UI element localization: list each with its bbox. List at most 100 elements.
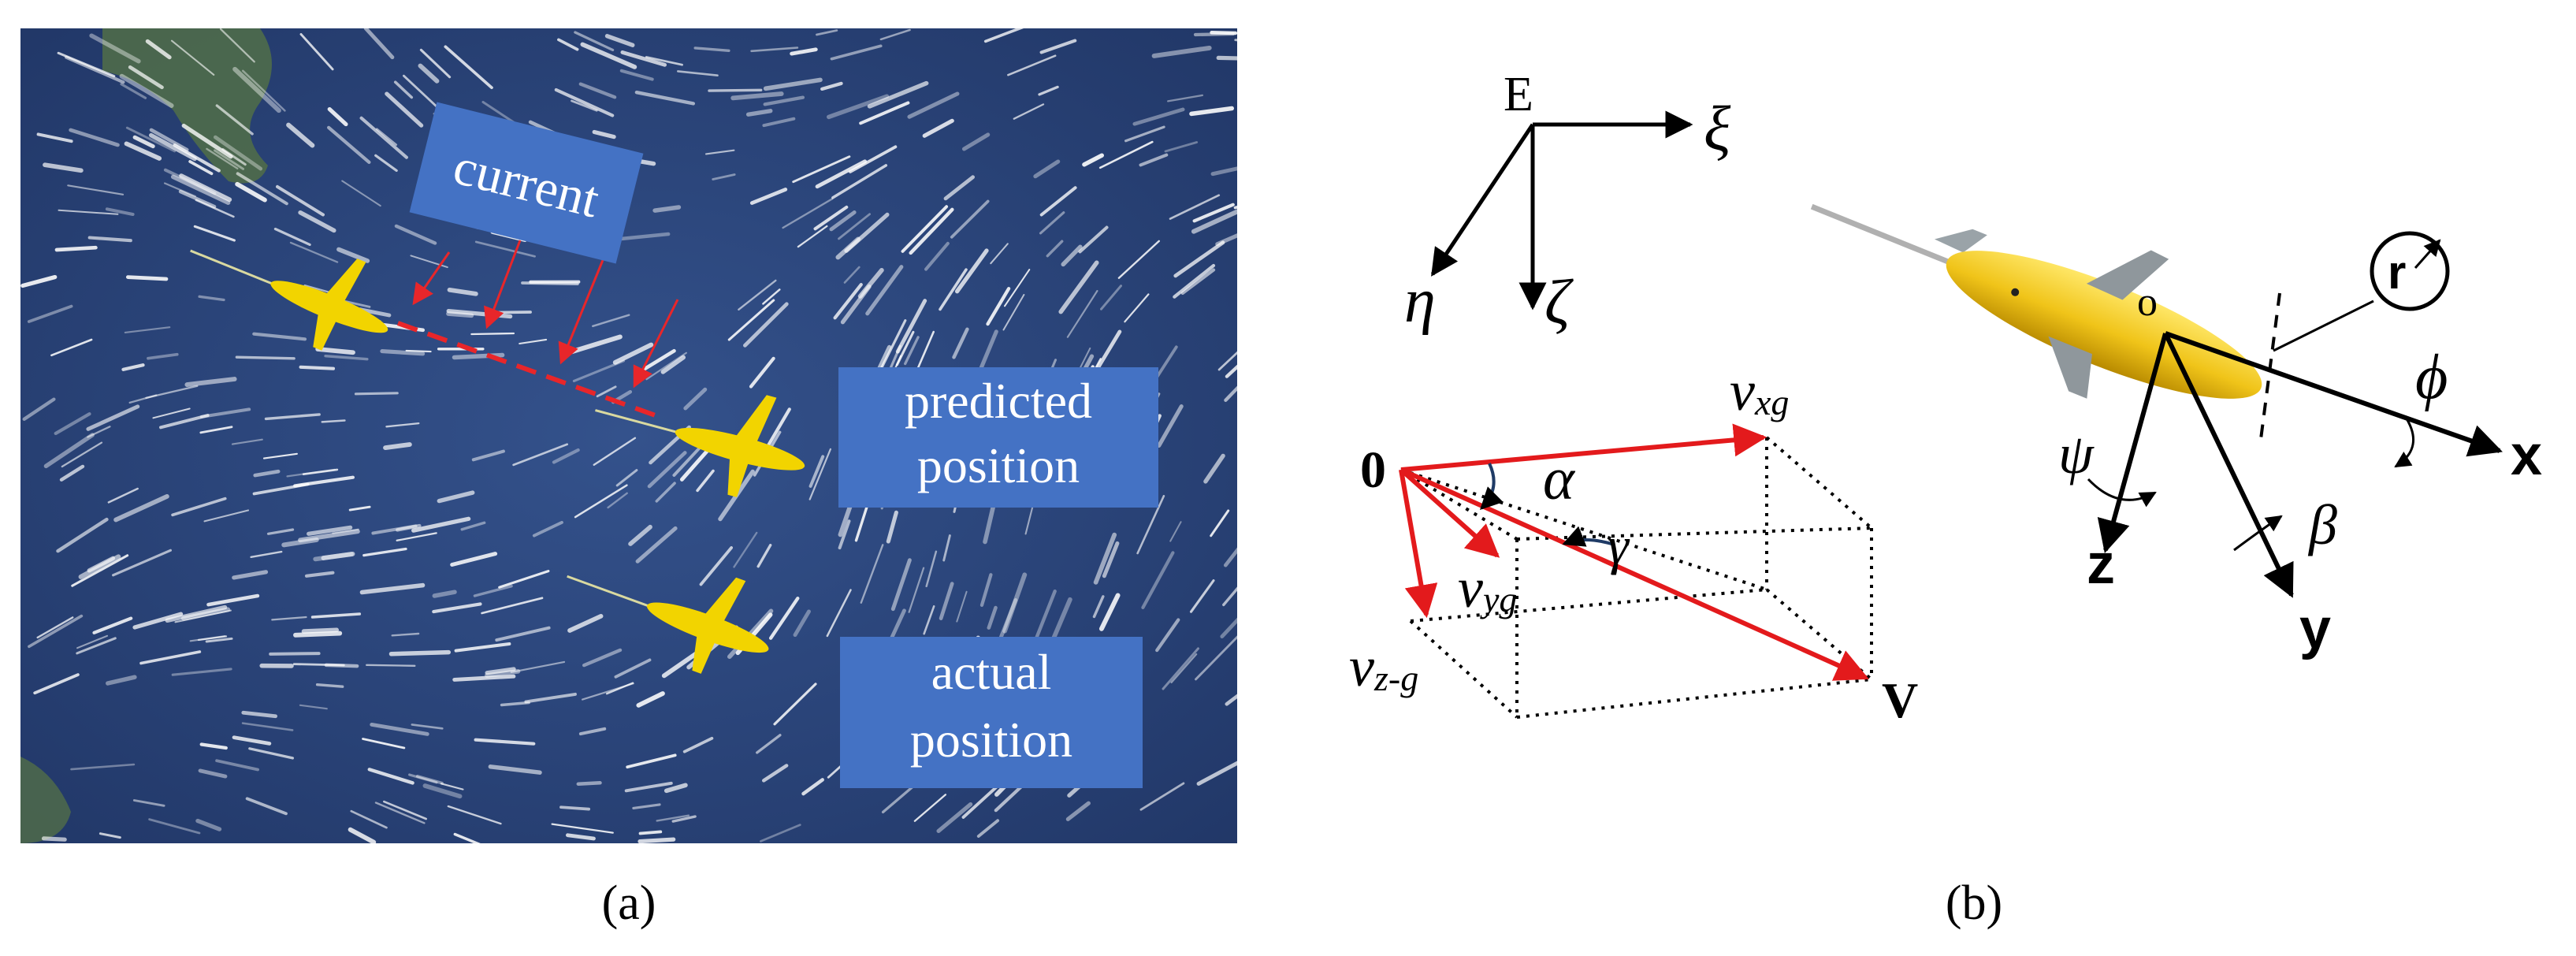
current-streak [298,210,336,233]
current-streak [592,129,616,139]
current-streak [76,637,117,655]
current-streak [1170,653,1198,684]
current-streak [1162,647,1199,690]
current-streak [408,773,438,784]
current-streak [792,155,851,184]
current-streak [756,544,772,568]
current-streak [1058,260,1099,314]
current-streak [760,824,801,843]
current-streak [614,658,652,679]
current-streak [236,172,288,206]
current-streak [950,199,990,239]
current-streak [1224,385,1237,402]
current-streak [1078,225,1109,254]
current-streak [581,683,634,701]
current-streak [664,783,688,794]
current-streak [816,29,838,36]
current-streak [833,283,863,320]
current-label: current [409,102,644,264]
current-streak [292,663,345,667]
current-streak [867,80,929,109]
current-streak [1173,240,1225,278]
current-streak [682,736,714,753]
current-streak [699,546,733,586]
v-arrow [1400,467,1869,681]
current-streak [293,631,343,638]
v-label: V [1882,672,1918,728]
current-streak [904,336,920,366]
current-streak [961,784,1000,819]
current-streak [1189,579,1215,613]
current-streak [128,394,158,404]
vzg-arrow [1399,469,1438,619]
current-streak [763,77,823,91]
velocity-box: 0 vxg vyg vz-g V α γ [1349,359,1918,728]
current-streak [604,34,635,47]
z-label: z [2087,533,2115,596]
current-streak [286,468,336,478]
beta-label: β [2307,493,2337,556]
current-streak [69,128,120,147]
svg-text:vxg: vxg [1730,359,1789,422]
current-streak [1013,103,1045,120]
current-streak [310,612,362,619]
current-streak [979,573,993,607]
current-streak [362,547,407,557]
current-streak [446,311,474,318]
current-streak [67,184,125,195]
current-streak [359,582,426,595]
current-streak [510,660,566,674]
current-streak [241,722,294,731]
current-streak [405,349,432,353]
current-streak [790,47,818,56]
vyg-label: v [1458,556,1483,619]
current-streak [922,118,954,138]
current-streak [749,356,775,389]
current-streak [1167,94,1204,102]
current-streak [886,510,898,544]
psi-label: ψ [2058,422,2095,485]
current-streak [683,387,708,411]
current-streak [1169,194,1221,220]
r-label: r [2388,246,2406,299]
current-streak [20,274,58,288]
current-streak [394,224,437,245]
current-streak [1225,694,1237,706]
current-streak [578,82,617,99]
current-streak [1157,404,1184,448]
current-streak [942,534,951,562]
current-streak [184,377,237,388]
current-streak [607,492,628,509]
current-streak [801,778,824,796]
current-streak [301,627,340,634]
current-streak [1203,453,1225,484]
current-streak [383,442,412,450]
current-streak [273,227,311,246]
vzg-subscript: z-g [1373,658,1418,698]
current-streak [403,74,441,111]
current-streak [36,132,73,143]
current-streak [43,433,95,469]
current-streak [1193,32,1236,37]
y-axis [2163,332,2294,598]
psi-rotation-arrow [2087,478,2157,508]
current-streak [139,650,202,665]
r-radius-arrow [2414,239,2441,269]
current-streak [359,116,408,159]
current-streak [1210,31,1237,35]
current-streak [1035,590,1057,639]
current-streak [1065,801,1091,821]
current-streak [54,412,91,436]
current-streak [1173,263,1216,299]
current-streak [71,554,129,587]
current-streak [315,683,344,688]
current-streak [671,815,697,823]
current-streak [1233,205,1237,210]
current-streak [363,28,395,60]
svg-text:vz-g: vz-g [1349,635,1418,698]
current-streak [1038,85,1059,96]
current-streak [327,106,348,127]
phi-rotation-arrow [2394,415,2415,468]
current-streak [1234,39,1237,42]
